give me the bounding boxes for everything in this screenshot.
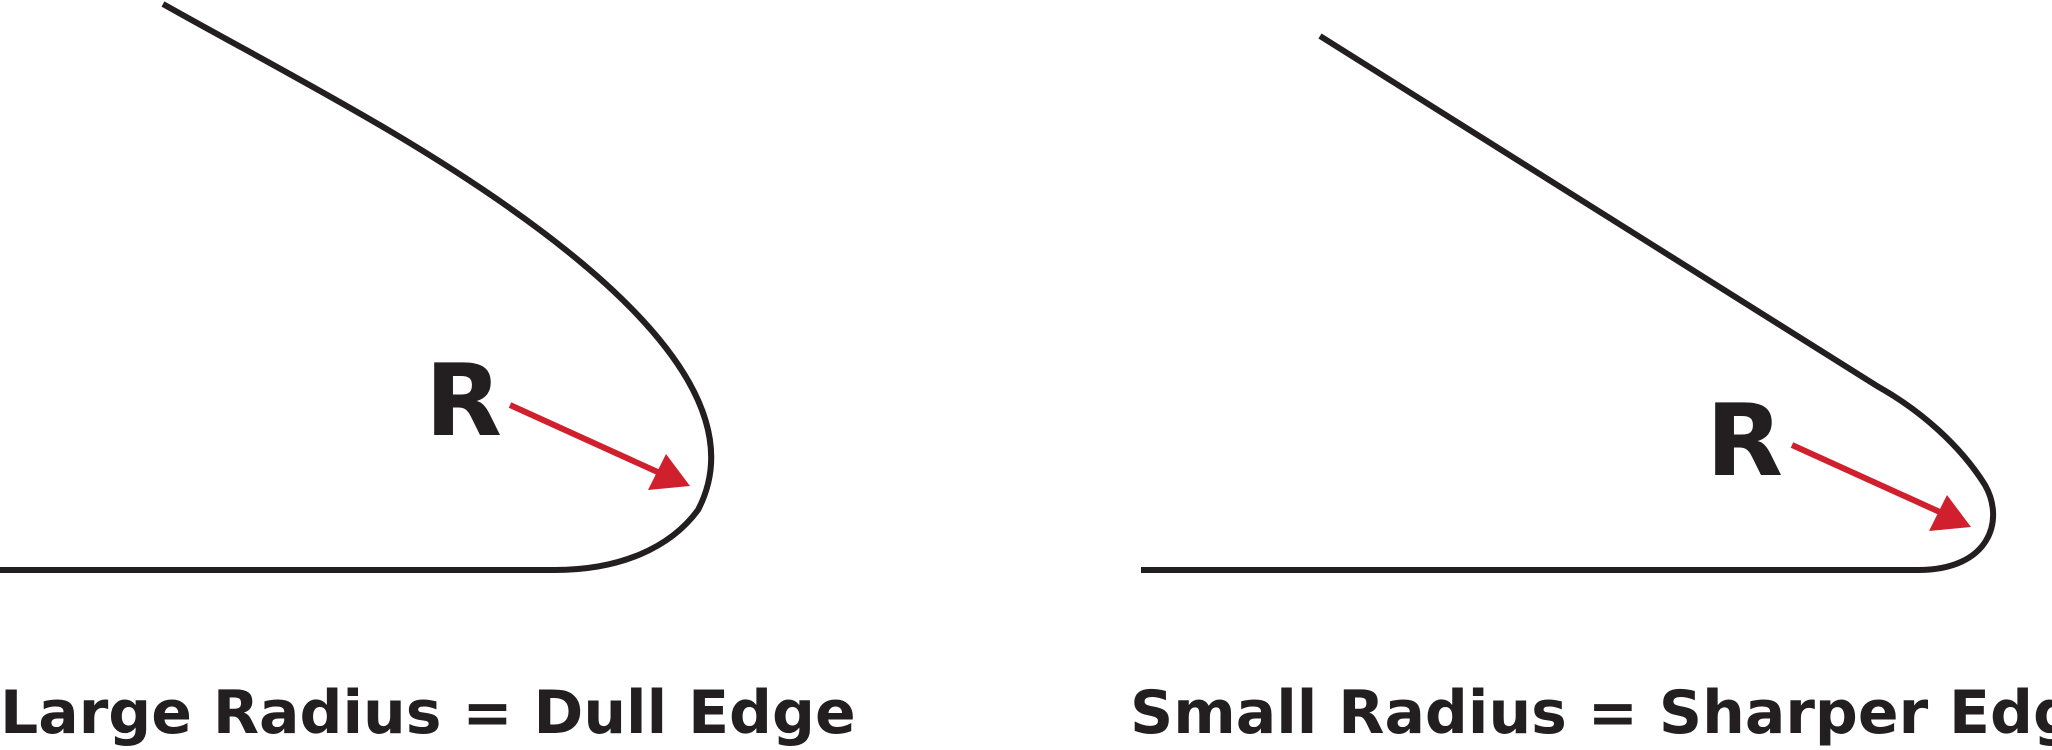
dull-edge-outline bbox=[0, 1, 715, 573]
caption-large-radius: Large Radius = Dull Edge bbox=[0, 678, 856, 748]
radius-arrow-shaft bbox=[508, 402, 664, 477]
panel-small-radius: R Small Radius = Sharper Edge bbox=[1130, 33, 2052, 748]
panel-large-radius: R Large Radius = Dull Edge bbox=[0, 1, 856, 748]
radius-arrow-head bbox=[1929, 495, 1971, 531]
sharper-edge-outline bbox=[1141, 33, 1996, 573]
radius-arrow-head bbox=[648, 454, 690, 490]
caption-small-radius: Small Radius = Sharper Edge bbox=[1130, 678, 2052, 748]
radius-label-small: R bbox=[1706, 382, 1783, 499]
radius-label-large: R bbox=[425, 342, 502, 459]
radius-arrow-shaft bbox=[1790, 442, 1944, 516]
